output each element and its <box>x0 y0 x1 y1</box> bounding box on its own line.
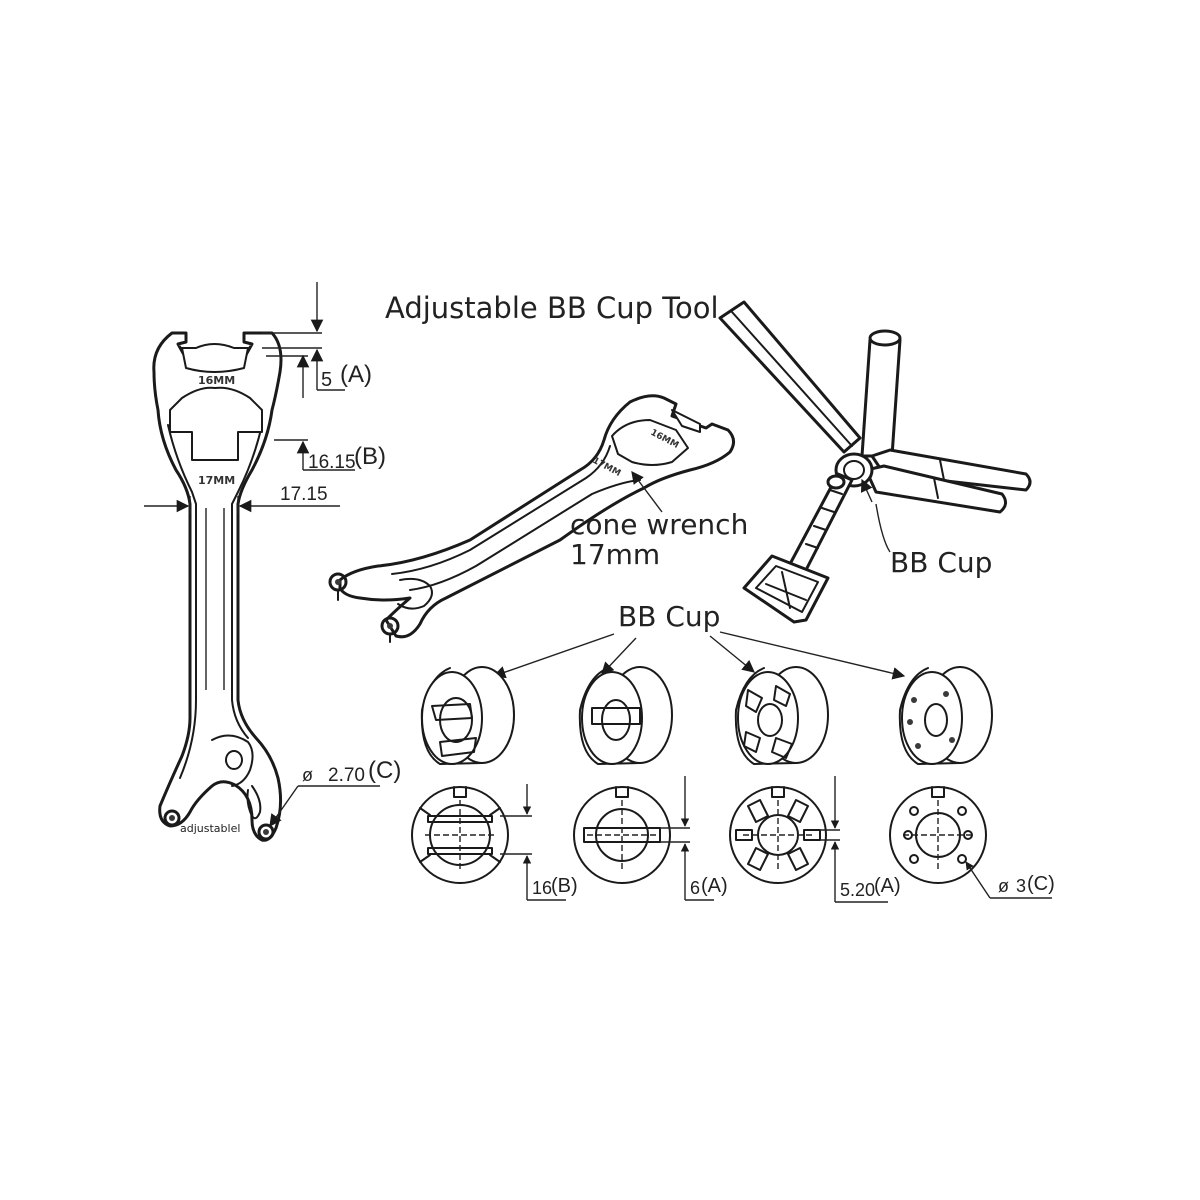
title-adjustable-bb-cup-tool: Adjustable BB Cup Tool <box>385 291 719 325</box>
wrench-right-rib <box>231 424 263 739</box>
jaw-17mm <box>169 386 263 461</box>
dim-a-tag: (A) <box>340 361 372 388</box>
persp-wrench-outline <box>338 394 735 639</box>
dim-c-tag: (C) <box>368 757 401 784</box>
wrench-outline <box>152 331 283 842</box>
cup-dim-a1-tag: (A) <box>701 875 728 897</box>
front-view-dimensions: 5 (A) 16.15 (B) 17.15 ø 2.70 (C) <box>144 282 401 828</box>
dim-width-value: 17.15 <box>280 484 328 505</box>
cone-wrench-front-view: 16MM 17MM adjustablel <box>152 331 283 842</box>
fork-pin-right <box>257 823 275 841</box>
bb-cup-tool-3d <box>718 300 1032 624</box>
cup-3d-a1 <box>578 666 673 765</box>
cup-dim-a2-value: 5.20 <box>840 880 875 900</box>
tool-vertical-handle <box>860 332 902 458</box>
persp-rib-top <box>391 445 611 575</box>
wrench-left-rib <box>167 424 197 779</box>
label-cone-wrench: cone wrench <box>570 508 748 541</box>
cup-dim-c-value: 3 <box>1016 876 1026 896</box>
label-bb-cup-group: BB Cup <box>618 600 720 633</box>
tool-arm-right-top <box>870 448 1032 492</box>
cup-front-c <box>889 786 987 884</box>
tool-slider-arm <box>788 472 854 572</box>
persp-jaw-17 <box>611 419 689 466</box>
cone-wrench-perspective: 16MM 17MM <box>328 394 735 643</box>
fork-pin-left <box>163 809 181 827</box>
pin-holes <box>903 806 973 864</box>
dim-b-value: 16.15 <box>308 452 356 473</box>
cup-dim-b-value: 16 <box>532 878 552 898</box>
bb-cup-leader-arrows <box>492 631 906 680</box>
mark-adjustable: adjustablel <box>180 822 240 835</box>
mark-17mm: 17MM <box>198 474 235 487</box>
dim-b-tag: (B) <box>354 443 386 470</box>
dim-c-symbol: ø <box>302 765 313 785</box>
jaw-16mm <box>181 343 249 373</box>
label-cone-wrench-size: 17mm <box>570 538 660 571</box>
cup-front-b <box>411 786 509 884</box>
cup-dim-a1-value: 6 <box>690 878 700 898</box>
cup-3d-b <box>420 666 515 765</box>
label-bb-cup-tool: BB Cup <box>890 546 992 579</box>
mark-16mm: 16MM <box>198 374 235 387</box>
cup-3d-a2 <box>734 666 829 765</box>
dim-a-value: 5 <box>321 369 332 391</box>
cup-3d-c <box>898 666 993 765</box>
persp-jaw-16 <box>671 409 701 433</box>
persp-mark-17mm: 17MM <box>591 456 623 479</box>
cup-dim-c-symbol: ø <box>998 876 1009 896</box>
persp-fork <box>397 577 433 610</box>
persp-rib-bottom <box>409 479 641 591</box>
cup-dimension-lines <box>500 776 1052 903</box>
cup-front-a1 <box>573 786 671 884</box>
fork-slot <box>246 785 262 820</box>
wrench-left-inner <box>205 508 225 690</box>
cup-dim-c-tag: (C) <box>1027 873 1055 895</box>
cup-dim-b-tag: (B) <box>551 875 578 897</box>
wrench-fork-plate <box>211 734 254 787</box>
fork-hole <box>225 750 243 770</box>
cup-front-a2 <box>729 786 827 884</box>
dim-c-value: 2.70 <box>328 765 365 786</box>
cup-dim-a2-tag: (A) <box>874 875 901 897</box>
